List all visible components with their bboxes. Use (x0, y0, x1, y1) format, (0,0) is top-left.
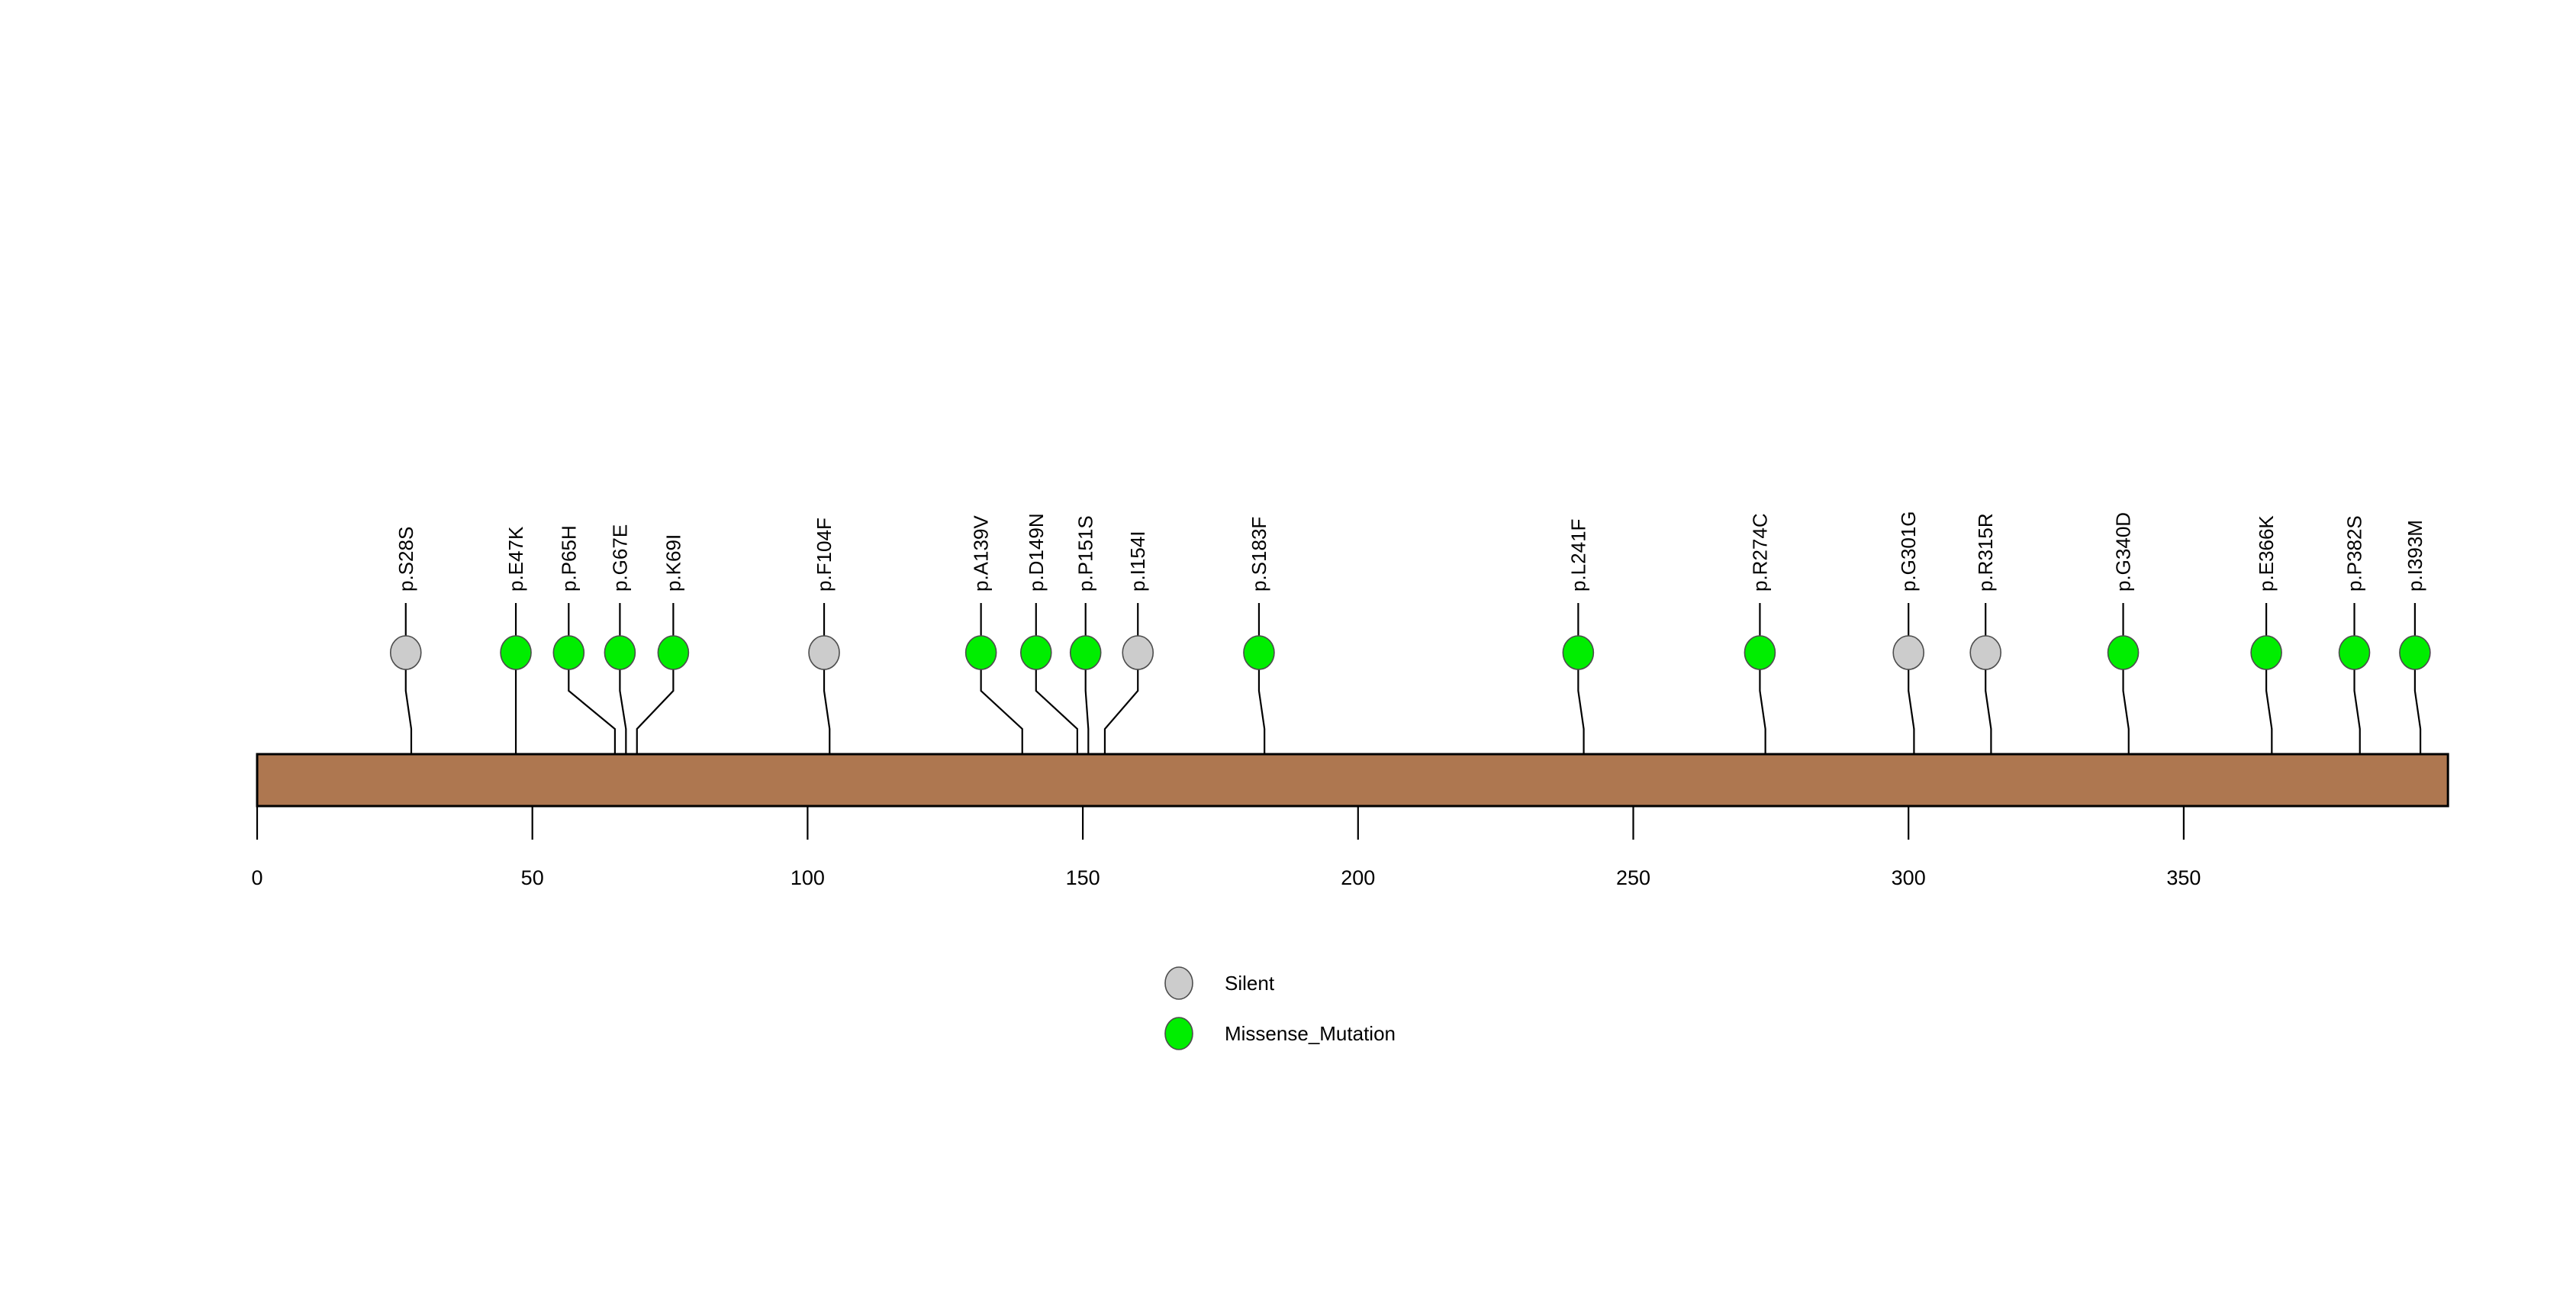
mutation-label-pS183F: p.S183F (1248, 517, 1270, 592)
mutation-node-pP151S[interactable] (1069, 635, 1102, 670)
protein-backbone-group (256, 753, 2449, 808)
mutation-node-pP382S[interactable] (2338, 635, 2371, 670)
axis-tick-label-250: 250 (1616, 866, 1650, 889)
mutation-label-pG67E: p.G67E (608, 524, 631, 592)
mutation-node-pS28S[interactable] (389, 635, 422, 670)
mutation-label-pK69I: p.K69I (662, 534, 684, 592)
mutation-node-pI393M[interactable] (2399, 635, 2431, 670)
mutation-node-pK69I[interactable] (657, 635, 690, 670)
mutation-node-pS183F[interactable] (1243, 635, 1275, 670)
axis-tick-label-300: 300 (1892, 866, 1926, 889)
mutation-node-pF104F[interactable] (808, 635, 840, 670)
axis-tick-label-150: 150 (1066, 866, 1100, 889)
mutation-node-pE47K[interactable] (500, 635, 532, 670)
mutation-node-pL241F[interactable] (1562, 635, 1595, 670)
legend-label-MissenseMutation: Missense_Mutation (1225, 1022, 1396, 1045)
mutation-nodes-group (389, 635, 2431, 670)
mutation-label-pD149N: p.D149N (1025, 513, 1048, 592)
mutation-label-pF104F: p.F104F (813, 518, 836, 592)
mutation-node-pD149N[interactable] (1019, 635, 1052, 670)
mutation-node-pP65H[interactable] (552, 635, 585, 670)
mutation-label-pP151S: p.P151S (1074, 515, 1097, 592)
mutation-node-pA139V[interactable] (964, 635, 997, 670)
mutation-label-pL241F: p.L241F (1567, 519, 1589, 592)
mutation-label-pS28S: p.S28S (394, 527, 417, 592)
mutation-node-pG301G[interactable] (1892, 635, 1924, 670)
mutation-node-pR274C[interactable] (1744, 635, 1776, 670)
mutation-label-pR274C: p.R274C (1748, 513, 1771, 592)
legend-swatch-MissenseMutation[interactable] (1164, 1017, 1193, 1050)
axis-tick-label-200: 200 (1341, 866, 1375, 889)
mutation-label-pE366K: p.E366K (2255, 515, 2278, 592)
mutation-node-pG340D[interactable] (2107, 635, 2140, 670)
mutation-label-pA139V: p.A139V (970, 515, 993, 592)
mutation-label-pI393M: p.I393M (2404, 520, 2426, 592)
mutation-node-pR315R[interactable] (1969, 635, 2001, 670)
axis-tick-label-0: 0 (251, 866, 262, 889)
axis-tick-label-100: 100 (791, 866, 825, 889)
position-axis-group: 0 50 100 150 200 250 300 350 (251, 806, 2201, 889)
mutation-label-pI154I: p.I154I (1126, 531, 1149, 592)
axis-tick-label-50: 50 (521, 866, 544, 889)
mutation-node-pI154I[interactable] (1122, 635, 1154, 670)
mutation-label-pP65H: p.P65H (557, 525, 580, 592)
axis-tick-label-350: 350 (2166, 866, 2201, 889)
legend-label-Silent: Silent (1225, 972, 1275, 995)
mutation-node-pG67E[interactable] (604, 635, 636, 670)
mutation-label-pP382S: p.P382S (2343, 515, 2366, 592)
mutation-label-pE47K: p.E47K (504, 526, 527, 592)
mutation-node-pE366K[interactable] (2250, 635, 2282, 670)
mutation-label-pR315R: p.R315R (1974, 513, 1997, 592)
protein-backbone-bar (256, 753, 2449, 808)
mutation-labels-group: p.S28S p.E47K p.P65H p.G67E p.K69I p.F104F p.A… (394, 511, 2426, 592)
legend-swatch-Silent[interactable] (1164, 966, 1193, 1000)
mutation-label-pG301G: p.G301G (1897, 511, 1920, 592)
mutation-label-pG340D: p.G340D (2112, 512, 2135, 592)
